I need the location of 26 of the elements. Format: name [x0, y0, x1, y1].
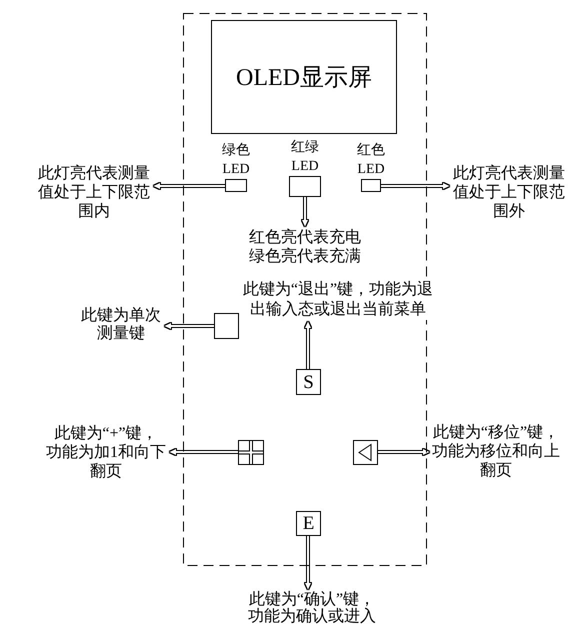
key-switch: E	[296, 511, 321, 536]
callout-text: 此键为“移位”键，功能为移位和向上翻页	[431, 423, 561, 480]
led-label: 绿色 LED	[221, 142, 251, 179]
arrow	[378, 449, 431, 455]
key-switch	[214, 313, 239, 339]
arrow	[381, 183, 451, 189]
arrow	[305, 536, 311, 591]
arrow	[152, 183, 225, 189]
arrow	[163, 323, 214, 329]
screen-label: OLED显示屏	[236, 64, 372, 93]
callout-text: 此键为“确认”键，功能为确认或进入	[244, 591, 380, 625]
arrow	[305, 320, 311, 369]
key-switch: S	[296, 369, 321, 395]
callout-text: 此灯亮代表测量值处于上下限范围外	[451, 164, 567, 221]
arrow	[302, 197, 308, 228]
callout-text: 绿色亮代表充满	[248, 247, 362, 266]
led-label: 红色 LED	[356, 142, 386, 179]
grid-key-icon	[238, 440, 264, 465]
arrow	[168, 449, 238, 455]
callout-text: 红色亮代表充电	[248, 228, 362, 247]
callout-text: 此灯亮代表测量值处于上下限范围内	[36, 164, 152, 221]
led-label: 红绿 LED	[290, 138, 320, 176]
callout-text: 此键为单次测量键	[79, 307, 163, 343]
callout-text: 此键为“+”键，功能为加1和向下翻页	[44, 424, 168, 481]
triangle-key-icon	[353, 440, 378, 465]
display-screen	[211, 20, 397, 134]
